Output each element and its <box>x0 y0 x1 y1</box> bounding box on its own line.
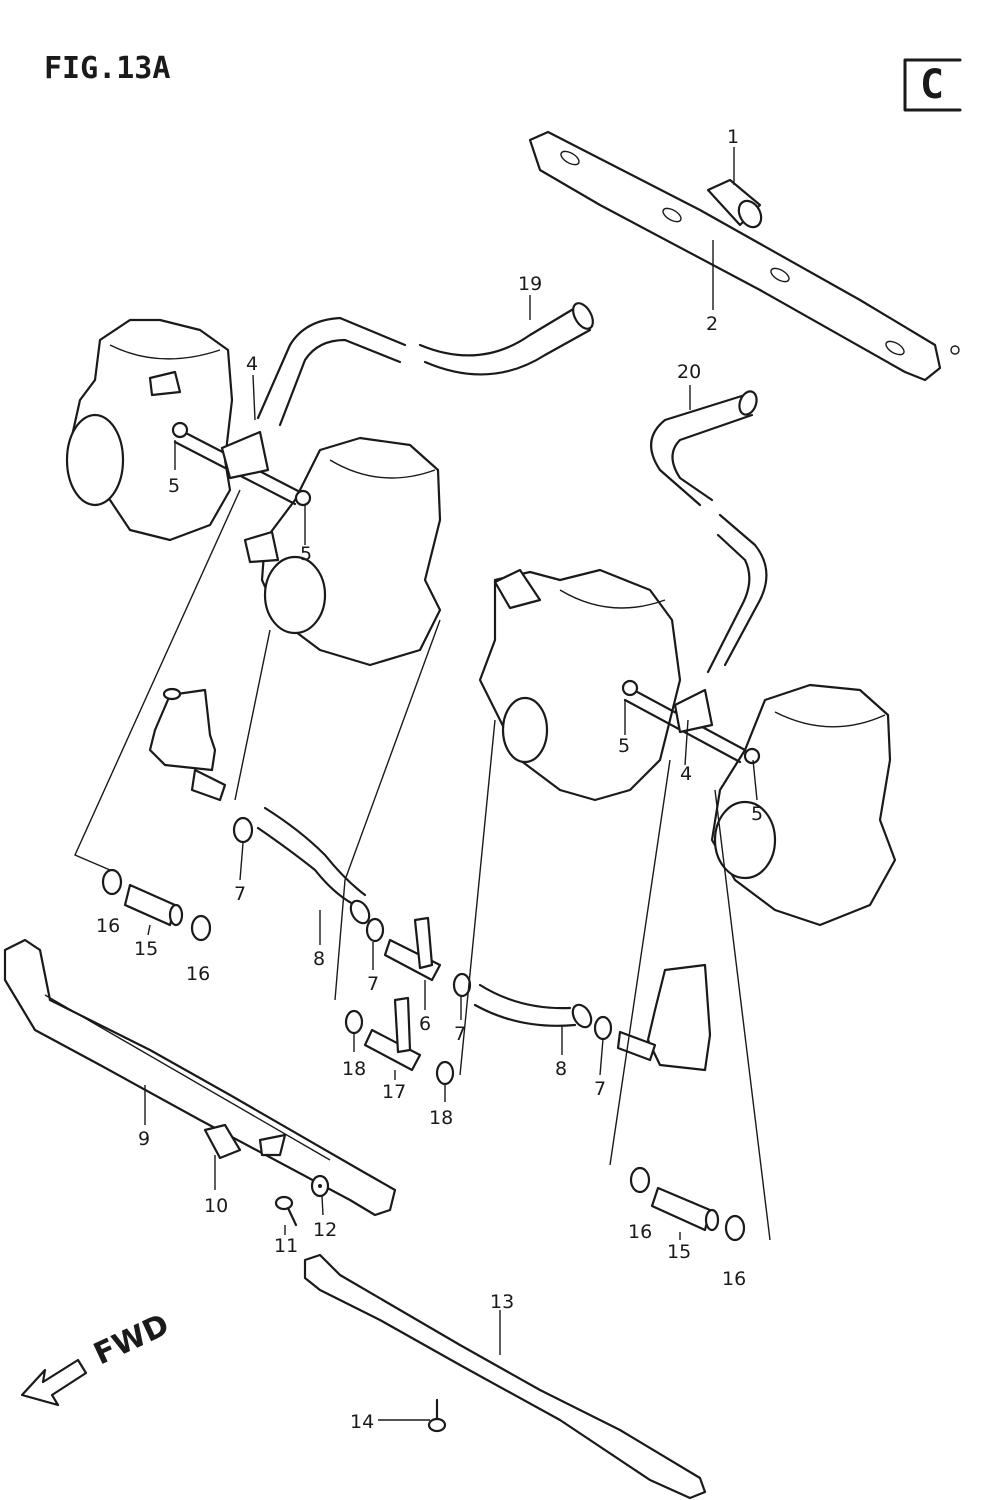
callout-16-b: 16 <box>186 963 210 985</box>
callout-20: 20 <box>677 361 701 383</box>
part-11-screw <box>274 1195 298 1227</box>
callout-10: 10 <box>204 1195 228 1217</box>
callout-4-left: 4 <box>246 353 258 375</box>
callout-8-a: 8 <box>313 948 325 970</box>
part-2-bracket <box>528 130 960 382</box>
part-14-bolt <box>427 1398 447 1433</box>
part-17-t-joint <box>363 996 422 1072</box>
callout-15-left: 15 <box>134 938 158 960</box>
part-19-hose <box>256 302 594 427</box>
part-10-clip <box>203 1123 242 1160</box>
callout-7-d: 7 <box>594 1078 606 1100</box>
callout-19: 19 <box>518 273 542 295</box>
callout-14: 14 <box>350 1411 374 1433</box>
part-13-bar <box>303 1253 707 1500</box>
callout-16-d: 16 <box>722 1268 746 1290</box>
fuel-connector-left <box>148 687 227 802</box>
part-9-bracket <box>3 938 397 1217</box>
callout-5-b: 5 <box>300 543 312 565</box>
callout-7-c: 7 <box>454 1023 466 1045</box>
part-15-filter-right <box>650 1186 720 1232</box>
connecting-pipes <box>171 421 761 765</box>
callout-labels: 1 2 4 5 5 5 4 5 6 7 7 7 7 8 8 9 10 11 12… <box>96 126 763 1433</box>
callout-5-c: 5 <box>618 735 630 757</box>
callout-11: 11 <box>274 1235 298 1257</box>
corner-tag: C <box>903 58 962 112</box>
callout-16-a: 16 <box>96 915 120 937</box>
callout-9: 9 <box>138 1128 150 1150</box>
figure-title: FIG.13A <box>44 51 170 86</box>
leader-lines <box>144 147 758 1421</box>
callout-2: 2 <box>706 313 718 335</box>
carburetor-4 <box>710 683 897 927</box>
part-8-hose-right <box>473 983 593 1029</box>
part-8-hose-left <box>256 806 371 925</box>
carburetor-3 <box>478 568 682 802</box>
forward-direction-arrow: FWD <box>20 1307 175 1407</box>
callout-5-a: 5 <box>168 475 180 497</box>
carburetor-1 <box>65 318 234 542</box>
callout-18-b: 18 <box>429 1107 453 1129</box>
callout-18-a: 18 <box>342 1058 366 1080</box>
part-1-sleeve <box>706 178 763 229</box>
callout-8-b: 8 <box>555 1058 567 1080</box>
callout-12: 12 <box>313 1219 337 1241</box>
part-6-t-joint <box>383 916 442 982</box>
callout-1: 1 <box>727 126 739 148</box>
part-20-hose <box>650 390 768 674</box>
callout-16-c: 16 <box>628 1221 652 1243</box>
callout-15-right: 15 <box>667 1241 691 1263</box>
corner-tag-letter: C <box>920 62 944 108</box>
fuel-connector-right <box>616 963 712 1072</box>
callout-7-a: 7 <box>234 883 246 905</box>
part-12-washer <box>310 1174 330 1198</box>
callout-5-d: 5 <box>751 803 763 825</box>
callout-17: 17 <box>382 1081 406 1103</box>
guide-lines <box>74 489 771 1241</box>
part-15-filter-left <box>123 883 184 927</box>
callout-4-right: 4 <box>680 763 692 785</box>
callout-6: 6 <box>419 1013 431 1035</box>
carburetor-2 <box>243 436 442 667</box>
callout-7-b: 7 <box>367 973 379 995</box>
callout-13: 13 <box>490 1291 514 1313</box>
forward-label: FWD <box>89 1307 175 1372</box>
